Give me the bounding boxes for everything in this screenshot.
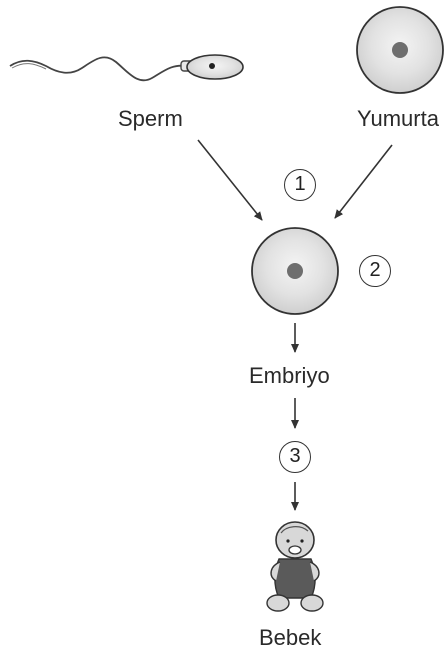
sperm-icon bbox=[10, 55, 243, 80]
arrow-egg-to-zygote bbox=[335, 145, 392, 218]
arrow-sperm-to-zygote bbox=[198, 140, 262, 220]
zygote-icon bbox=[252, 228, 338, 314]
step-2-marker: 2 bbox=[359, 255, 391, 287]
label-embryo: Embriyo bbox=[249, 364, 330, 388]
label-sperm: Sperm bbox=[118, 107, 183, 131]
step-3-marker: 3 bbox=[279, 441, 311, 473]
baby-icon bbox=[267, 522, 323, 611]
step-1-marker: 1 bbox=[284, 169, 316, 201]
egg-icon bbox=[357, 7, 443, 93]
label-baby: Bebek bbox=[259, 626, 321, 650]
label-egg: Yumurta bbox=[357, 107, 439, 131]
